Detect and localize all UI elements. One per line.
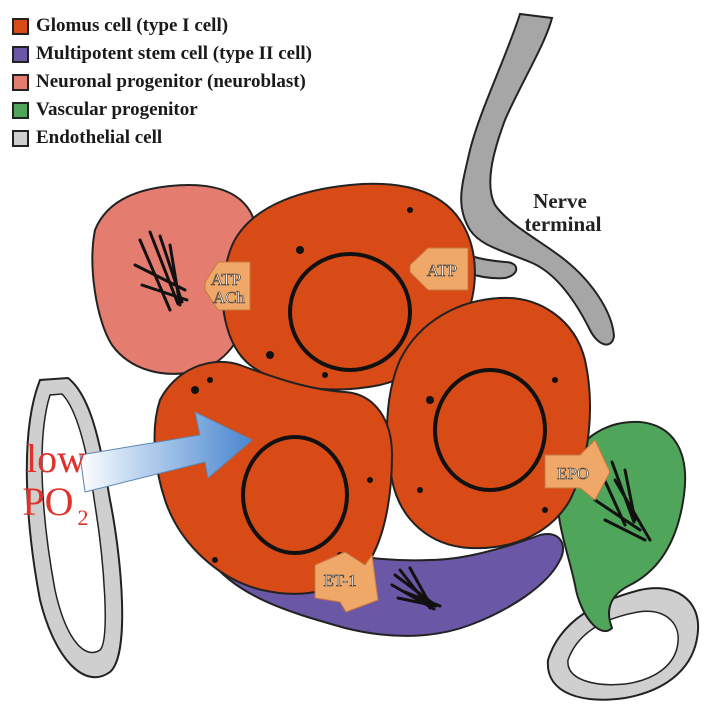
glomus-cell-right — [387, 298, 590, 548]
legend-item-stem: Multipotent stem cell (type II cell) — [12, 40, 312, 68]
legend-item-glomus: Glomus cell (type I cell) — [12, 12, 312, 40]
atp-label: ATP — [427, 261, 457, 280]
endothelial-cell-bottom-right — [548, 588, 698, 700]
po-label: PO — [22, 479, 73, 524]
epo-label: EPO — [557, 464, 589, 483]
legend: Glomus cell (type I cell) Multipotent st… — [12, 12, 312, 152]
low-label: low — [26, 436, 86, 481]
legend-item-neuronal: Neuronal progenitor (neuroblast) — [12, 68, 312, 96]
atp-ach-label-line1: ATP — [211, 270, 241, 289]
po-subscript-label: 2 — [78, 505, 89, 530]
et1-label: ET-1 — [323, 571, 356, 590]
legend-label-vascular: Vascular progenitor — [36, 99, 198, 121]
legend-swatch-vascular — [12, 102, 29, 119]
nerve-label-line2: terminal — [525, 212, 602, 236]
legend-label-glomus: Glomus cell (type I cell) — [36, 15, 228, 37]
legend-swatch-neuronal — [12, 74, 29, 91]
nerve-label-line1: Nerve — [533, 189, 587, 213]
legend-item-vascular: Vascular progenitor — [12, 96, 312, 124]
atp-ach-label-line2: ACh — [213, 288, 246, 307]
legend-item-endothelial: Endothelial cell — [12, 124, 312, 152]
endothelial-cell-left — [27, 378, 122, 677]
legend-label-stem: Multipotent stem cell (type II cell) — [36, 43, 312, 65]
legend-swatch-glomus — [12, 18, 29, 35]
legend-label-endothelial: Endothelial cell — [36, 127, 162, 149]
legend-label-neuronal: Neuronal progenitor (neuroblast) — [36, 71, 306, 93]
legend-swatch-endothelial — [12, 130, 29, 147]
legend-swatch-stem — [12, 46, 29, 63]
